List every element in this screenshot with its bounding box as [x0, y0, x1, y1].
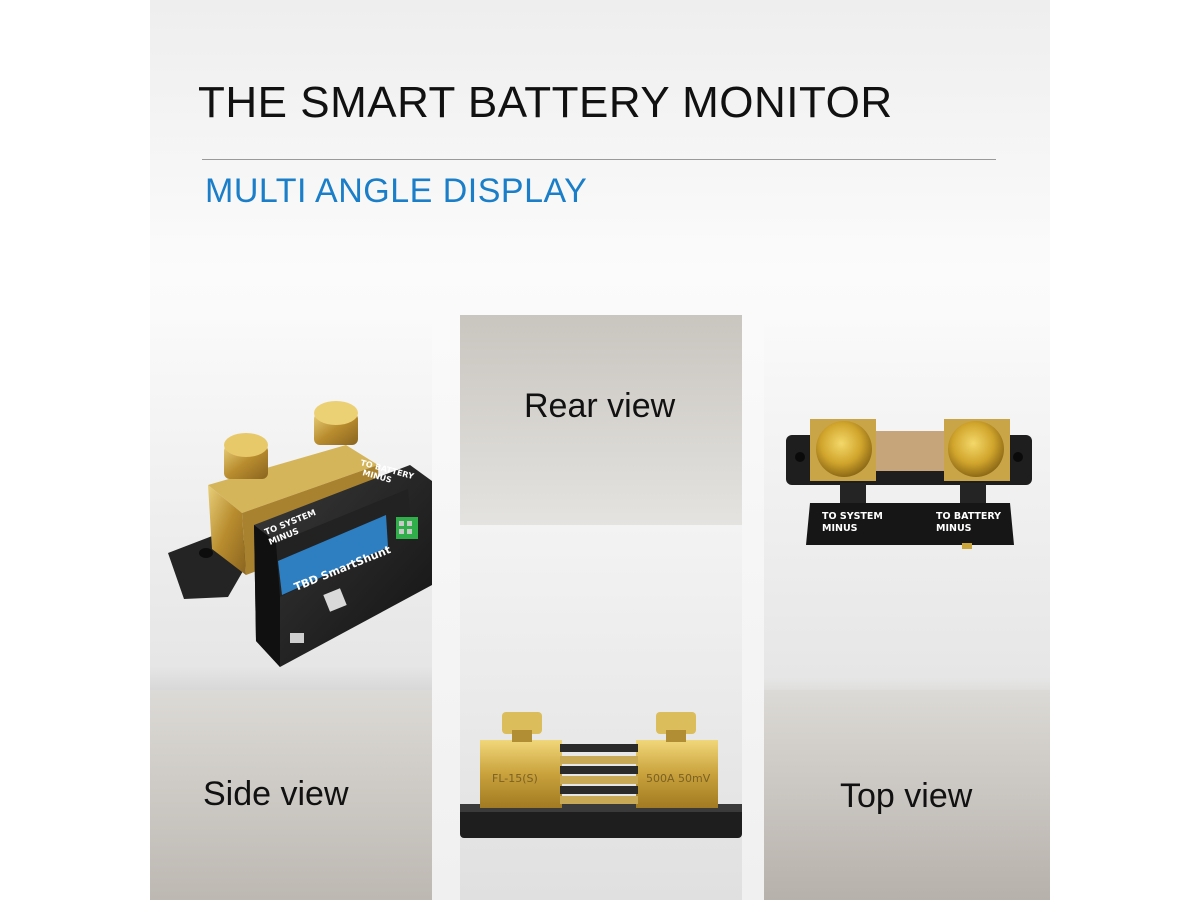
side-view-label: Side view	[203, 775, 349, 813]
top-view-product-image: TO SYSTEM MINUS TO BATTERY MINUS	[786, 419, 1032, 549]
rear-view-backdrop	[460, 315, 742, 525]
top-view-label: Top view	[840, 777, 973, 815]
top-battery-label-line1: TO BATTERY	[936, 511, 1001, 522]
rear-left-stamp: FL-15(S)	[492, 772, 538, 785]
top-view-backdrop	[764, 690, 1050, 900]
top-view-panel: TO SYSTEM MINUS TO BATTERY MINUS Top vie…	[764, 315, 1050, 900]
rear-view-panel: Rear view	[460, 315, 742, 900]
top-system-label-line2: MINUS	[822, 523, 858, 534]
side-view-product-image: TBD SmartShunt TO SYSTEM MINUS TO BATTER…	[168, 401, 432, 667]
side-view-panel: TBD SmartShunt TO SYSTEM MINUS TO BATTER…	[150, 315, 432, 900]
rear-view-product-image: FL-15(S) 500A 50mV	[460, 712, 742, 838]
page-title: THE SMART BATTERY MONITOR	[198, 78, 893, 127]
rear-view-label: Rear view	[524, 387, 676, 425]
top-battery-label-line2: MINUS	[936, 523, 972, 534]
rear-right-stamp: 500A 50mV	[646, 772, 711, 785]
product-infographic: THE SMART BATTERY MONITOR MULTI ANGLE DI…	[150, 0, 1050, 900]
page-subtitle: MULTI ANGLE DISPLAY	[205, 172, 588, 210]
title-divider	[202, 159, 996, 160]
top-system-label-line1: TO SYSTEM	[822, 511, 883, 522]
side-view-backdrop	[150, 690, 432, 900]
